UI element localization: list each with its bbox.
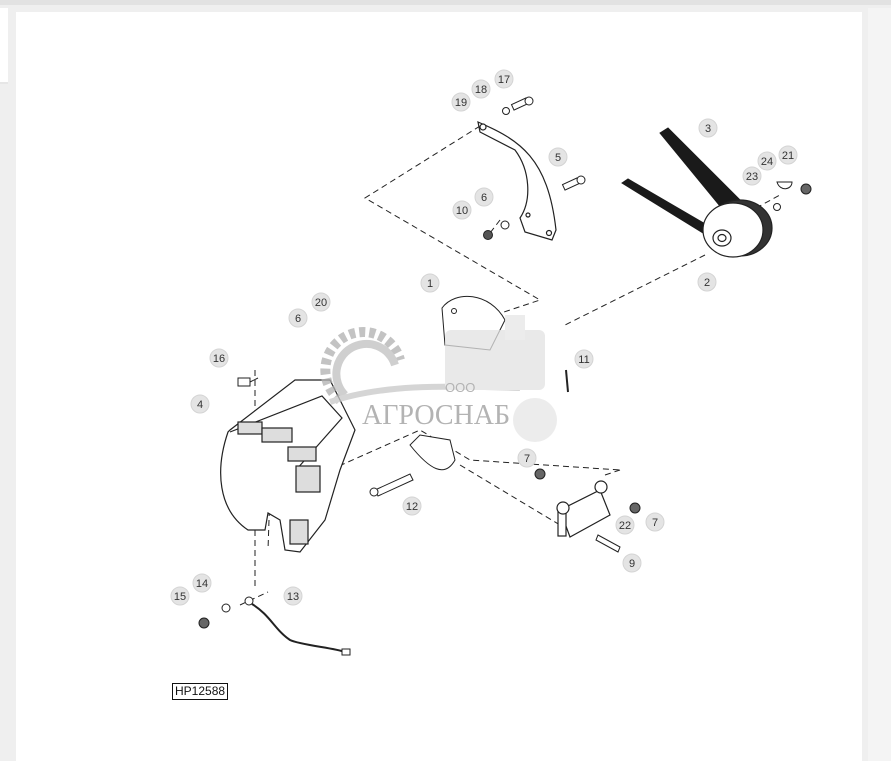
callout-19: 19 [451,92,471,112]
watermark-brand: АГРОСНАБ [362,400,510,431]
watermark-prefix: ООО [445,380,475,395]
washer-23 [773,203,781,211]
svg-text:23: 23 [746,171,758,183]
callout-21: 21 [778,145,798,165]
svg-text:18: 18 [475,84,487,96]
callout-3: 3 [698,118,718,138]
svg-text:6: 6 [481,192,487,204]
svg-text:20: 20 [315,297,327,309]
callout-10: 10 [452,200,472,220]
svg-text:11: 11 [578,354,589,366]
scrollbar-track[interactable] [868,8,891,761]
svg-text:9: 9 [629,558,635,570]
svg-text:1: 1 [427,278,433,290]
bolt-17 [510,96,534,111]
left-side-panel [0,8,8,84]
pulley-2 [702,199,773,258]
callout-6: 6 [288,308,308,328]
svg-text:17: 17 [498,74,510,86]
bracket-part [477,120,557,241]
tensioner-22 [556,480,611,538]
svg-text:5: 5 [555,152,561,164]
nut-7b [629,502,641,514]
callout-2: 2 [697,272,717,292]
callout-23: 23 [742,166,762,186]
svg-text:14: 14 [196,578,208,590]
svg-text:21: 21 [782,150,794,162]
callout-9: 9 [622,553,642,573]
pin-11 [565,369,569,393]
bolt-5 [561,175,586,191]
watermark-logo: ООО АГРОСНАБ [320,315,557,442]
callout-5: 5 [548,147,568,167]
callout-14: 14 [192,573,212,593]
svg-text:12: 12 [406,501,418,513]
bolt-12 [369,473,414,497]
washer-6 [500,220,510,230]
callout-1: 1 [420,273,440,293]
callout-7: 7 [645,512,665,532]
svg-text:6: 6 [295,313,301,325]
browser-top-bar [0,0,891,5]
svg-text:24: 24 [761,156,773,168]
callout-20: 20 [311,292,331,312]
svg-text:22: 22 [619,520,631,532]
svg-text:16: 16 [213,353,225,365]
callout-17: 17 [494,69,514,89]
bolt-16 [237,377,259,387]
callout-18: 18 [471,79,491,99]
cover-4 [220,379,356,553]
bolt-9 [595,534,621,553]
svg-text:2: 2 [704,277,710,289]
svg-text:7: 7 [652,517,658,529]
svg-text:3: 3 [705,123,711,135]
reference-code-label: HP12588 [172,683,229,700]
callout-12: 12 [402,496,422,516]
callout-16: 16 [209,348,229,368]
key-24 [776,181,793,190]
svg-text:7: 7 [524,453,530,465]
housing [409,434,456,471]
callout-7: 7 [517,448,537,468]
svg-text:13: 13 [287,591,299,603]
svg-text:10: 10 [456,205,468,217]
svg-text:4: 4 [197,399,203,411]
callout-22: 22 [615,515,635,535]
nut-10 [483,230,493,240]
callout-4: 4 [190,394,210,414]
nut-21 [800,183,812,195]
nut-7a [534,468,546,480]
callout-6: 6 [474,187,494,207]
callout-11: 11 [574,349,594,369]
svg-text:15: 15 [174,591,186,603]
callout-15: 15 [170,586,190,606]
svg-text:19: 19 [455,97,467,109]
washer-14 [221,603,231,613]
washer-18 [502,107,510,115]
callout-24: 24 [757,151,777,171]
sensor-13 [244,596,351,656]
nut-15 [198,617,210,629]
callout-13: 13 [283,586,303,606]
